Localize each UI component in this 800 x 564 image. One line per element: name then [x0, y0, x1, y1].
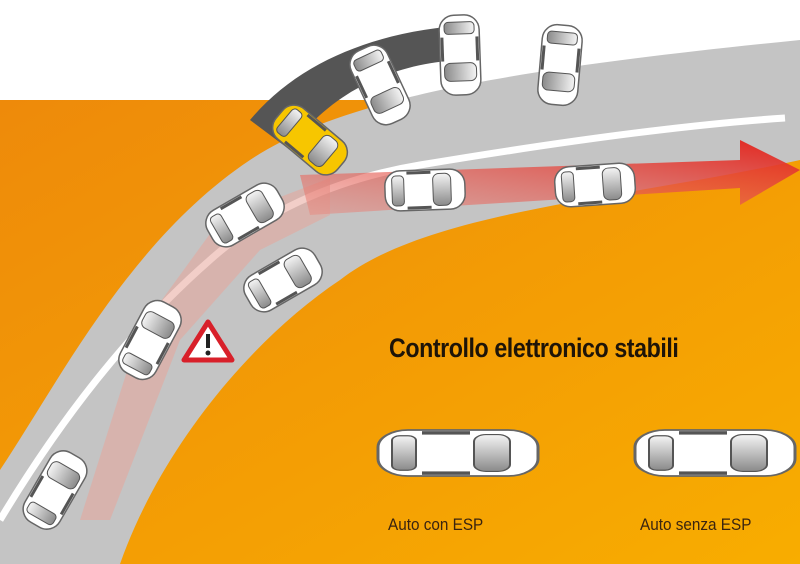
legend-car-without-esp [633, 428, 797, 478]
legend-label-without-esp: Auto senza ESP [640, 515, 752, 534]
page-title: Controllo elettronico stabili [389, 333, 679, 363]
car-with-esp [552, 161, 638, 209]
car-without-esp [437, 13, 483, 97]
car-with-esp [383, 167, 467, 213]
warning-triangle-icon [181, 319, 235, 363]
esp-trail [30, 178, 330, 520]
legend-label-with-esp: Auto con ESP [388, 515, 484, 534]
legend-car-with-esp [376, 428, 540, 478]
car-without-esp [535, 22, 585, 108]
